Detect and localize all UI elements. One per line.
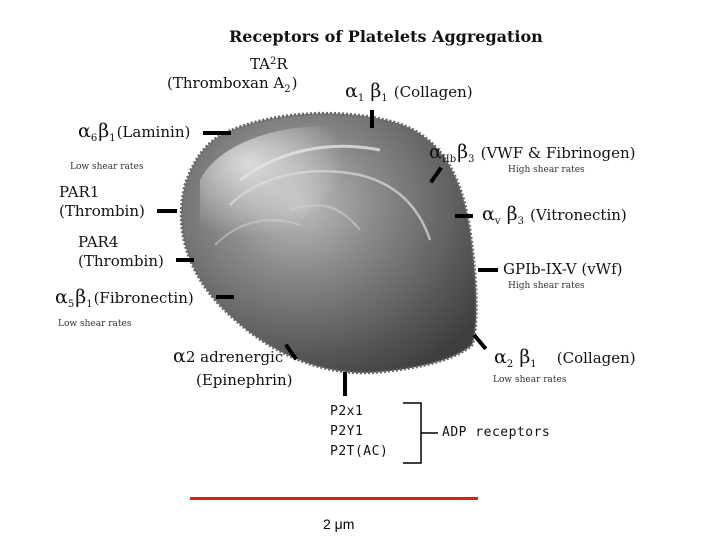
tick-adp: [343, 372, 347, 396]
label-ta2r: TA2R: [250, 55, 288, 73]
tick-avb3: [455, 214, 473, 218]
label-a2-adrenergic-ligand: (Epinephrin): [196, 371, 293, 389]
label-ta2r-ligand: (Thromboxan A2): [167, 74, 298, 95]
platelet-fold-2: [229, 170, 432, 241]
tick-par4: [176, 258, 194, 262]
label-gpib: GPIb-IX-V (vWf): [503, 260, 623, 278]
note-a2b1: Low shear rates: [493, 375, 567, 385]
platelet-fold-3: [289, 204, 361, 231]
label-p2x1: P2x1: [330, 404, 364, 419]
label-a2-adrenergic: α2 adrenergic: [173, 345, 284, 367]
tick-a5b1: [216, 295, 234, 299]
note-a2bb3: High shear rates: [508, 165, 585, 175]
note-a6b1: Low shear rates: [70, 162, 144, 172]
tick-a6b1: [203, 131, 231, 135]
label-avb3: αv β3 (Vitronectin): [482, 203, 627, 227]
label-a2b1: α2 β1 (Collagen): [494, 346, 636, 370]
label-p2y1: P2Y1: [330, 424, 364, 439]
label-par1: PAR1: [59, 183, 100, 201]
tick-par1: [157, 209, 177, 213]
label-par4: PAR4: [78, 233, 119, 251]
note-gpib: High shear rates: [508, 281, 585, 291]
scale-bar: [190, 497, 478, 500]
scale-bar-label: 2 μm: [323, 516, 355, 532]
label-adp-receptors: ADP receptors: [442, 425, 551, 440]
platelet-fold-1: [239, 144, 381, 182]
platelet-highlight: [200, 126, 361, 250]
label-a5b1: α5β1(Fibronectin): [55, 286, 194, 310]
note-a5b1: Low shear rates: [58, 319, 132, 329]
label-par4-ligand: (Thrombin): [78, 252, 164, 270]
platelet-fold-4: [214, 219, 301, 246]
label-a1b1: α1 β1 (Collagen): [345, 80, 473, 104]
label-a2bb3: αIIbβ3 (VWF & Fibrinogen): [429, 141, 636, 165]
label-p2t-ac: P2T(AC): [330, 444, 389, 459]
label-par1-ligand: (Thrombin): [59, 202, 145, 220]
diagram-title: Receptors of Platelets Aggregation: [229, 27, 543, 46]
tick-gpib: [478, 268, 498, 272]
label-a6b1: α6β1(Laminin): [78, 120, 191, 144]
tick-a1b1: [370, 110, 374, 128]
